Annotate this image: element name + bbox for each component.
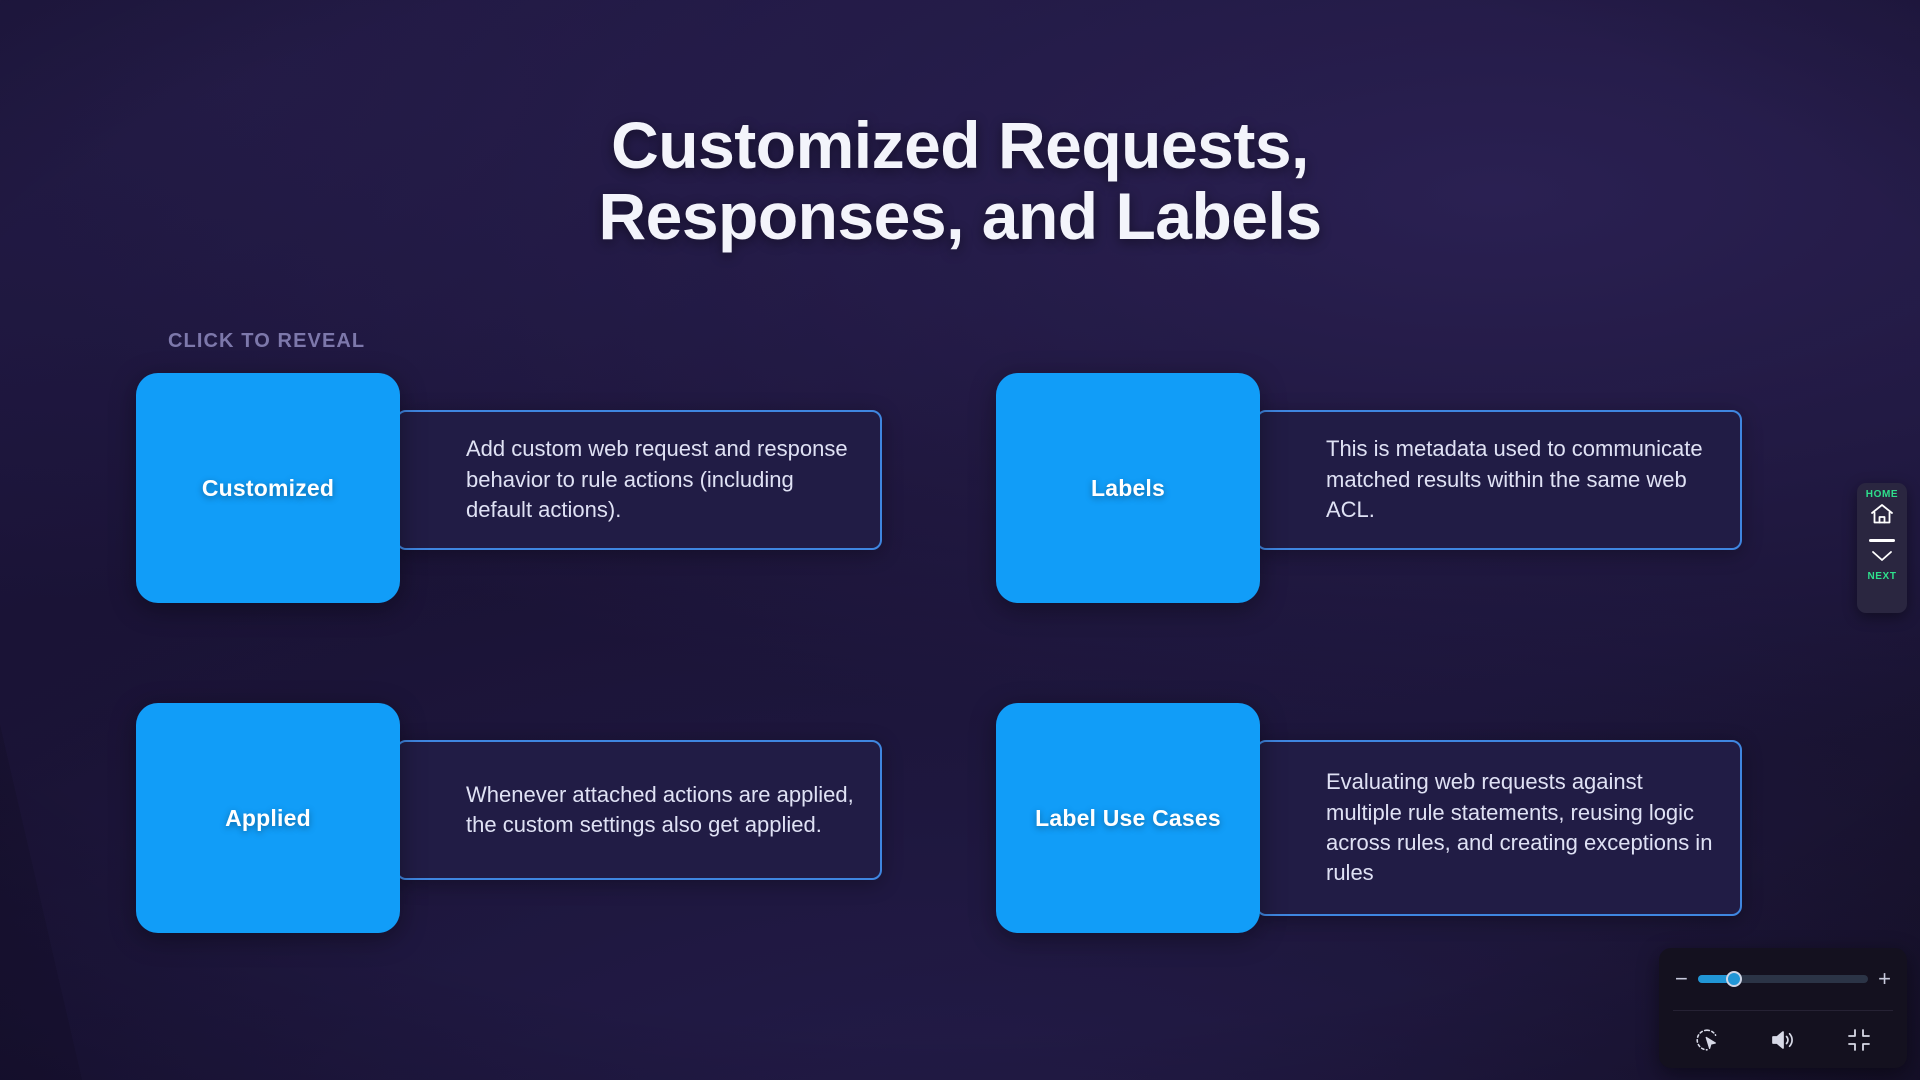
next-label: NEXT (1867, 571, 1897, 582)
home-label: HOME (1865, 489, 1899, 500)
card-applied-label: Applied (225, 804, 311, 831)
click-to-reveal-hint: CLICK TO REVEAL (168, 330, 366, 352)
card-customized-panel: Add custom web request and response beha… (396, 410, 882, 550)
cursor-select-icon[interactable] (1688, 1021, 1726, 1059)
page-title: Customized Requests, Responses, and Labe… (0, 108, 1920, 254)
zoom-row[interactable]: − + (1659, 948, 1907, 1010)
home-icon[interactable] (1869, 502, 1895, 531)
card-customized-tile[interactable]: Customized (136, 373, 400, 603)
card-customized-label: Customized (201, 474, 335, 501)
card-label-use-cases-tile[interactable]: Label Use Cases (996, 703, 1260, 933)
fullscreen-exit-icon[interactable] (1840, 1021, 1878, 1059)
zoom-slider-handle[interactable] (1725, 971, 1742, 987)
presentation-toolbar[interactable]: − + (1659, 948, 1907, 1068)
card-applied-panel: Whenever attached actions are applied, t… (396, 740, 882, 880)
nav-divider (1869, 539, 1895, 542)
card-applied-description: Whenever attached actions are applied, t… (466, 781, 854, 837)
card-label-use-cases-label: Label Use Cases (1035, 804, 1221, 831)
card-labels-panel: This is metadata used to communicate mat… (1256, 410, 1742, 550)
page-title-line-2: Responses, and Labels (598, 179, 1322, 254)
card-labels-label: Labels (1090, 474, 1166, 501)
card-labels-tile[interactable]: Labels (996, 373, 1260, 603)
zoom-out-button[interactable]: − (1675, 966, 1688, 991)
volume-icon[interactable] (1764, 1021, 1802, 1059)
card-customized-description: Add custom web request and response beha… (466, 436, 848, 523)
side-navigation[interactable]: HOME NEXT (1857, 483, 1907, 613)
chevron-down-icon[interactable] (1869, 548, 1895, 569)
zoom-slider-fill (1697, 975, 1734, 983)
page-title-line-1: Customized Requests, (611, 108, 1309, 182)
card-label-use-cases-panel: Evaluating web requests against multiple… (1256, 740, 1742, 916)
card-labels-description: This is metadata used to communicate mat… (1326, 436, 1703, 523)
toolbar-divider (1673, 1010, 1893, 1011)
zoom-slider[interactable] (1697, 971, 1869, 987)
card-applied-tile[interactable]: Applied (136, 703, 400, 933)
zoom-in-button[interactable]: + (1878, 966, 1891, 991)
card-label-use-cases-description: Evaluating web requests against multiple… (1326, 769, 1713, 886)
toolbar-buttons[interactable] (1659, 1011, 1907, 1068)
